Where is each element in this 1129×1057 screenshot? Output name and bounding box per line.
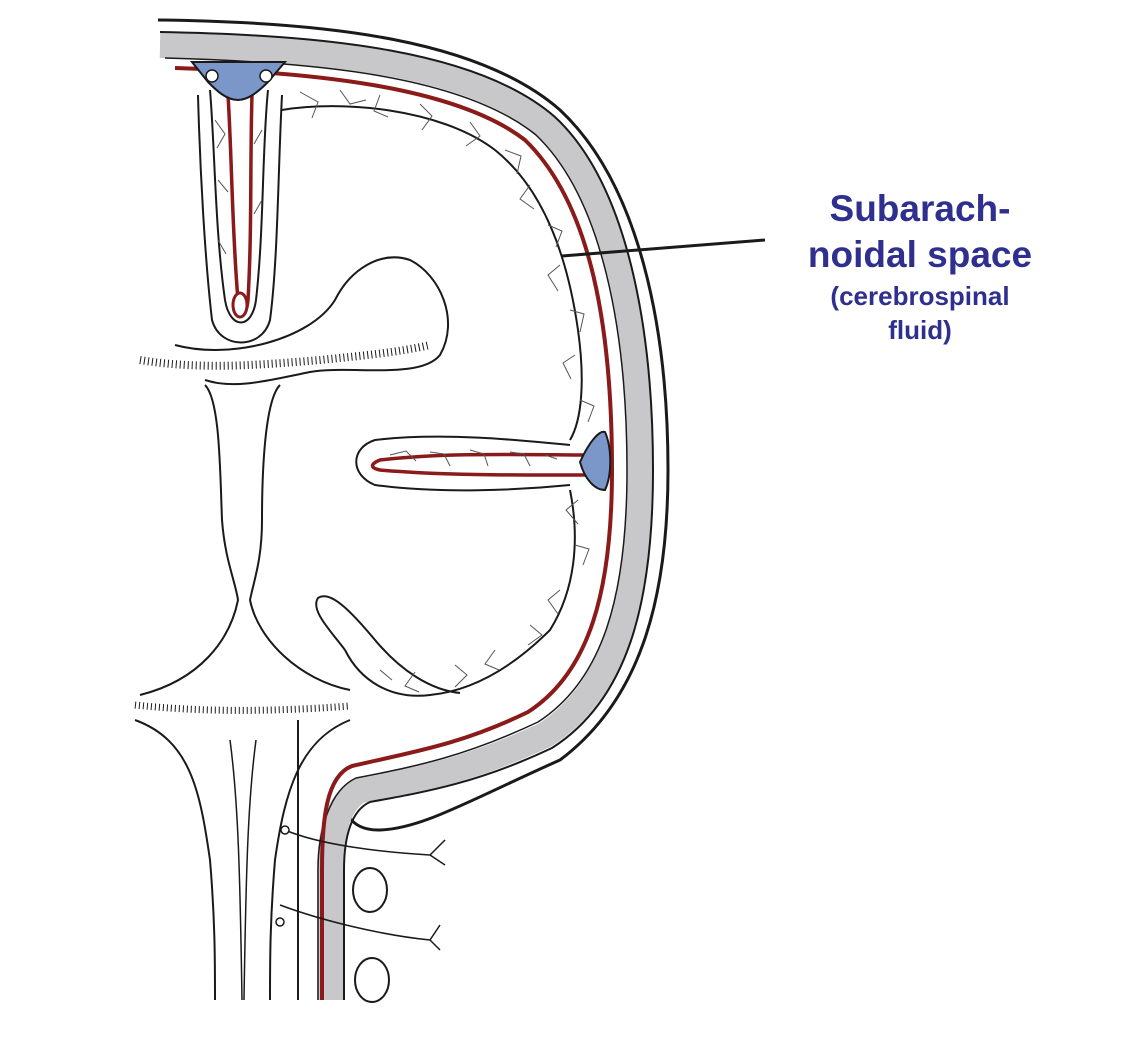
label-pointer-line [561, 238, 766, 258]
falx-tip [231, 291, 249, 319]
central-canal [229, 739, 257, 1001]
tentorium-red [370, 452, 591, 477]
dura-inner-line [164, 57, 628, 1000]
vertebra-2 [354, 957, 390, 1003]
subarachnoid-label: Subarach- noidal space (cerebrospinal fl… [770, 186, 1070, 346]
granulation-left [205, 69, 219, 83]
falx-fold [209, 89, 269, 324]
lower-lobe-outline [315, 595, 461, 694]
sagittal-sinus [189, 61, 288, 102]
transverse-sinus [578, 430, 612, 492]
dura-outer-line [159, 31, 655, 1000]
falx-red [226, 94, 254, 316]
pia-line [174, 66, 615, 1000]
third-ventricle-right [248, 384, 351, 691]
fourth-ventricle-plexus [134, 701, 351, 714]
spinal-cord-left [134, 719, 216, 1001]
choroid-plexus-upper [139, 341, 431, 370]
nerve-ganglion-2 [275, 917, 285, 927]
label-line-1: Subarach- [829, 188, 1011, 229]
nerve-root-1 [284, 829, 446, 866]
cortex-lower-outline [344, 489, 576, 697]
nerve-ganglion-1 [280, 825, 290, 835]
lateral-ventricle [174, 256, 449, 386]
nerve-root-2 [279, 904, 441, 951]
falx-outer [197, 94, 283, 344]
third-ventricle-left [139, 384, 240, 696]
label-line-2: noidal space [807, 234, 1033, 275]
label-line-4: fluid) [888, 315, 952, 345]
spinal-cord-right [269, 719, 351, 1001]
granulation-right [259, 69, 273, 83]
skull-outline [157, 18, 670, 832]
tentorium-fold [355, 435, 571, 492]
label-line-3: (cerebrospinal [830, 281, 1010, 311]
brain-inner-outline [281, 105, 583, 441]
arachnoid-trabeculae [214, 89, 595, 693]
dura-band [159, 32, 654, 1000]
vertebra-1 [352, 867, 388, 913]
